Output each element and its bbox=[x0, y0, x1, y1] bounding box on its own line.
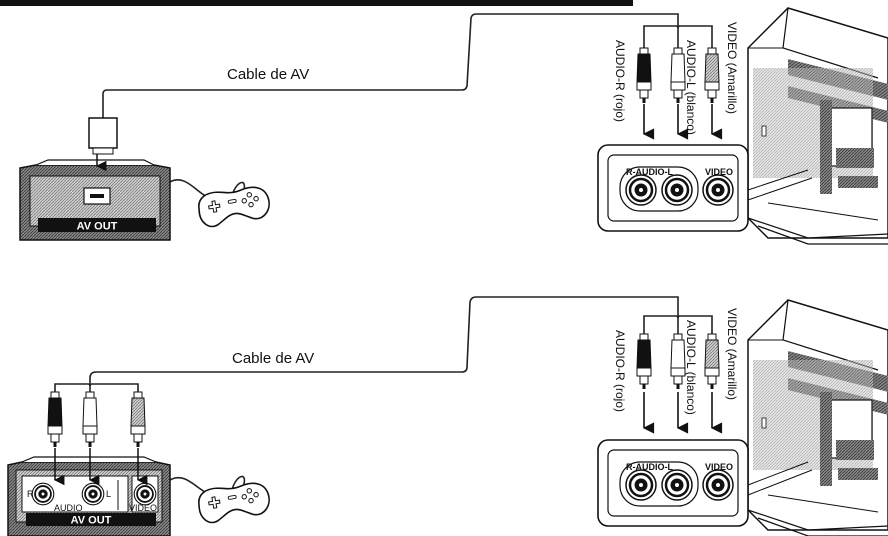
cable-label-2: Cable de AV bbox=[232, 350, 314, 367]
av-connector-block bbox=[88, 117, 118, 149]
jack-video-icon bbox=[701, 173, 735, 207]
video-plug-icon-2 bbox=[704, 333, 720, 390]
console-video-plug-icon bbox=[130, 391, 146, 448]
console-r-label: R bbox=[27, 489, 34, 499]
diagram-2: Cable de AV AUDIO-R (rojo) AUDIO-L (blan… bbox=[7, 296, 888, 536]
av-cable-branch-r bbox=[643, 25, 679, 48]
jack-audio-r-icon-2 bbox=[624, 468, 658, 502]
jack-audio-r-icon bbox=[624, 173, 658, 207]
tv-jack-panel-2: R-AUDIO-L VIDEO bbox=[597, 439, 813, 527]
plug-label-video-2: VIDEO (Amarillo) bbox=[725, 308, 739, 400]
av-out-label-2: AV OUT bbox=[71, 515, 112, 527]
jack-video-label-2: VIDEO bbox=[705, 462, 733, 472]
console-audio-r-plug-icon bbox=[47, 391, 63, 448]
console-audio-l-plug-icon bbox=[82, 391, 98, 448]
game-console: AV OUT bbox=[19, 159, 171, 241]
tv-rear-panel-icon bbox=[747, 7, 888, 245]
plug-label-audio-r: AUDIO-R (rojo) bbox=[613, 40, 627, 122]
av-cable-2 bbox=[89, 296, 679, 392]
tv-jack-panel: R-AUDIO-L VIDEO bbox=[597, 144, 813, 232]
av-cable bbox=[102, 13, 679, 118]
jack-video-icon-2 bbox=[701, 468, 735, 502]
plug-label-audio-r-2: AUDIO-R (rojo) bbox=[613, 330, 627, 412]
diagram-1: Cable de AV AUDIO-R (rojo) AUDIO-L (blan… bbox=[19, 7, 888, 245]
console-video-label: VIDEO bbox=[129, 503, 157, 513]
audio-r-plug-icon-2 bbox=[636, 333, 652, 390]
jack-audio-l-icon-2 bbox=[660, 468, 694, 502]
jack-group-label-2: R-AUDIO-L bbox=[626, 462, 673, 472]
console-audio-label: AUDIO bbox=[54, 503, 83, 513]
jack-video-label: VIDEO bbox=[705, 167, 733, 177]
header-bar bbox=[0, 0, 633, 6]
audio-r-plug-icon bbox=[636, 47, 652, 104]
av-out-label: AV OUT bbox=[77, 221, 118, 233]
jack-audio-l-icon bbox=[660, 173, 694, 207]
video-plug-icon bbox=[704, 47, 720, 104]
console-l-label: L bbox=[106, 489, 111, 499]
game-console-2: R L AUDIO VIDEO AV OUT bbox=[7, 456, 171, 536]
tv-rear-panel-icon-2 bbox=[747, 299, 888, 536]
plug-label-audio-l: AUDIO-L (blanco) bbox=[684, 40, 698, 135]
plug-label-audio-l-2: AUDIO-L (blanco) bbox=[684, 320, 698, 415]
cable-label: Cable de AV bbox=[227, 66, 309, 83]
av-cable-branch-video bbox=[677, 25, 713, 48]
jack-group-label: R-AUDIO-L bbox=[626, 167, 673, 177]
audio-l-plug-icon-2 bbox=[670, 333, 686, 390]
audio-l-plug-icon bbox=[670, 47, 686, 104]
plug-label-video: VIDEO (Amarillo) bbox=[725, 22, 739, 114]
